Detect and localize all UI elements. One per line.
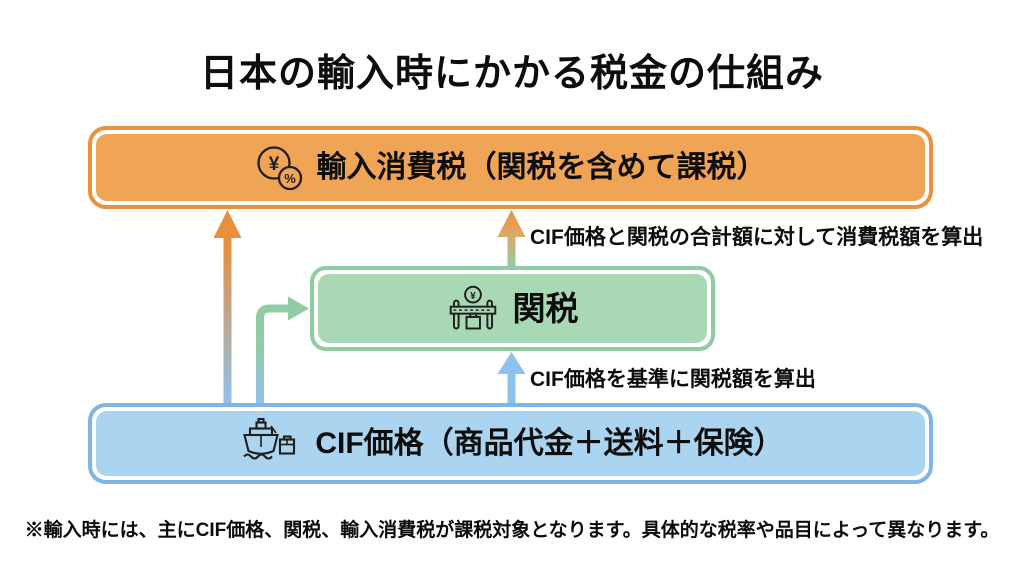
customs-gate-icon: ¥ (447, 283, 499, 335)
svg-text:¥: ¥ (470, 290, 476, 301)
footnote: ※輸入時には、主にCIF価格、関税、輸入消費税が課税対象となります。具体的な税率… (24, 520, 1000, 541)
annotation-customs-duty-calc: CIF価格を基準に関税額を算出 (530, 368, 816, 391)
svg-text:¥: ¥ (268, 154, 279, 175)
arrow-cif-to-customs-elbow (256, 296, 309, 403)
box-import-consumption-tax: ¥ % 輸入消費税（関税を含めて課税） (88, 126, 933, 209)
arrow-cif-to-consumption-tax (213, 210, 242, 403)
box-label-import-consumption-tax: 輸入消費税（関税を含めて課税） (316, 150, 767, 184)
cargo-ship-icon (237, 417, 301, 470)
annotation-consumption-tax-calc: CIF価格と関税の合計額に対して消費税額を算出 (530, 226, 984, 249)
box-label-cif-price: CIF価格（商品代金＋送料＋保険） (315, 426, 784, 460)
box-cif-price: CIF価格（商品代金＋送料＋保険） (88, 403, 933, 484)
page-title: 日本の輸入時にかかる税金の仕組み (199, 53, 824, 95)
box-label-customs-duty: 関税 (512, 290, 579, 327)
arrow-cif-to-customs-direct (497, 352, 526, 403)
svg-text:%: % (284, 171, 296, 186)
yen-percent-icon: ¥ % (255, 144, 303, 192)
box-customs-duty: ¥ 関税 (310, 266, 715, 351)
arrow-customs-to-consumption-tax (497, 210, 526, 266)
